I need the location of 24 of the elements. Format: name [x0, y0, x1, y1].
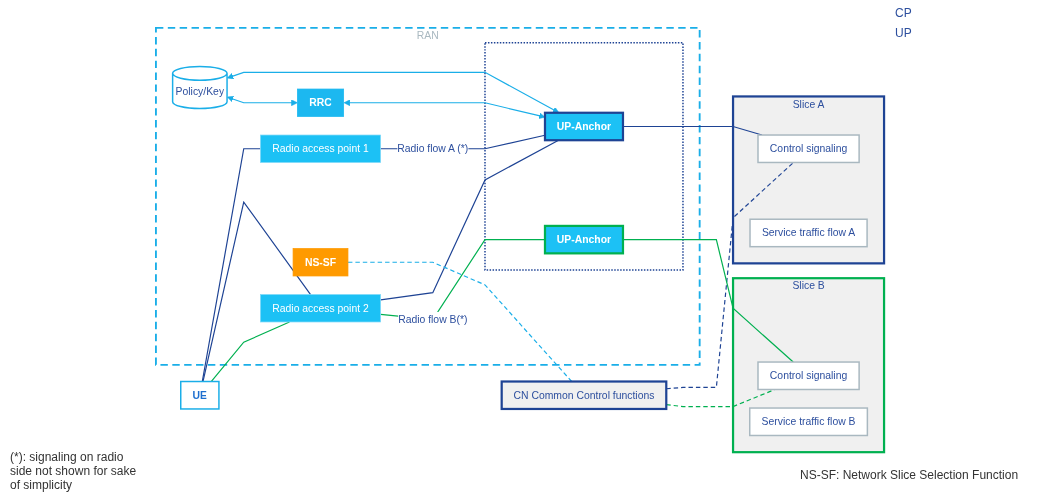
- connector: [210, 321, 291, 383]
- plane-label: CP: [895, 6, 912, 20]
- edge-label: Radio flow B(*): [398, 313, 468, 326]
- abbreviation-note: NS-SF: Network Slice Selection Function: [800, 468, 1019, 482]
- node-box: Service traffic flow A: [749, 218, 868, 248]
- plane-label: UP: [895, 26, 912, 40]
- connector: [201, 148, 262, 383]
- node-box: Control signaling: [757, 361, 860, 391]
- edge-label: Radio flow A (*): [397, 142, 469, 155]
- node-box: Service traffic flow B: [749, 407, 869, 437]
- cluster: [484, 41, 684, 271]
- node-box: NS-SF: [292, 248, 349, 277]
- node-box: CN Common Control functions: [500, 380, 668, 411]
- node-box: Radio access point 1: [260, 134, 381, 163]
- node-box: UP-Anchor: [543, 224, 625, 255]
- node-box: UE: [180, 380, 220, 410]
- node-box: Control signaling: [757, 134, 860, 164]
- connector: [202, 200, 312, 383]
- node-box: Radio access point 2: [260, 294, 381, 323]
- connector: [622, 239, 794, 363]
- footnote: (*): signaling on radio side not shown for sake of simplicity: [10, 450, 138, 492]
- node-box: RRC: [297, 88, 344, 117]
- arrow: [227, 95, 298, 106]
- node-box: UP-Anchor: [543, 111, 625, 142]
